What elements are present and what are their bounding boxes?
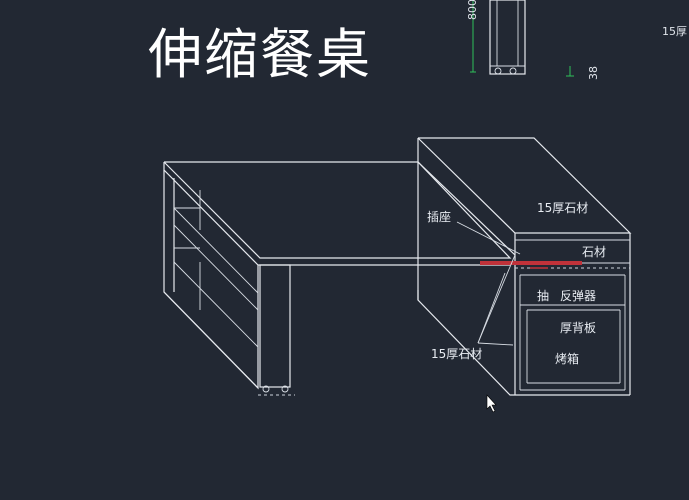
mouse-cursor-icon — [486, 394, 497, 413]
label-socket: 插座 — [427, 209, 451, 224]
label-15hou: 15厚 — [662, 25, 687, 38]
dim-800: 800 — [466, 0, 479, 20]
label-drawer: 抽 — [537, 289, 549, 303]
label-back-panel: 厚背板 — [560, 321, 596, 335]
page-title: 伸缩餐桌 — [148, 23, 372, 86]
label-stone-top-15: 15厚石材 — [537, 201, 588, 215]
table-drawing — [163, 137, 632, 396]
label-stone-side-15: 15厚石材 — [431, 347, 482, 361]
label-stone: 石材 — [582, 245, 606, 259]
dim-38: 38 — [587, 66, 600, 80]
top-detail-drawing: 800 38 15厚 — [466, 0, 687, 80]
label-rebound: 反弹器 — [560, 289, 596, 303]
label-oven: 烤箱 — [555, 351, 579, 366]
